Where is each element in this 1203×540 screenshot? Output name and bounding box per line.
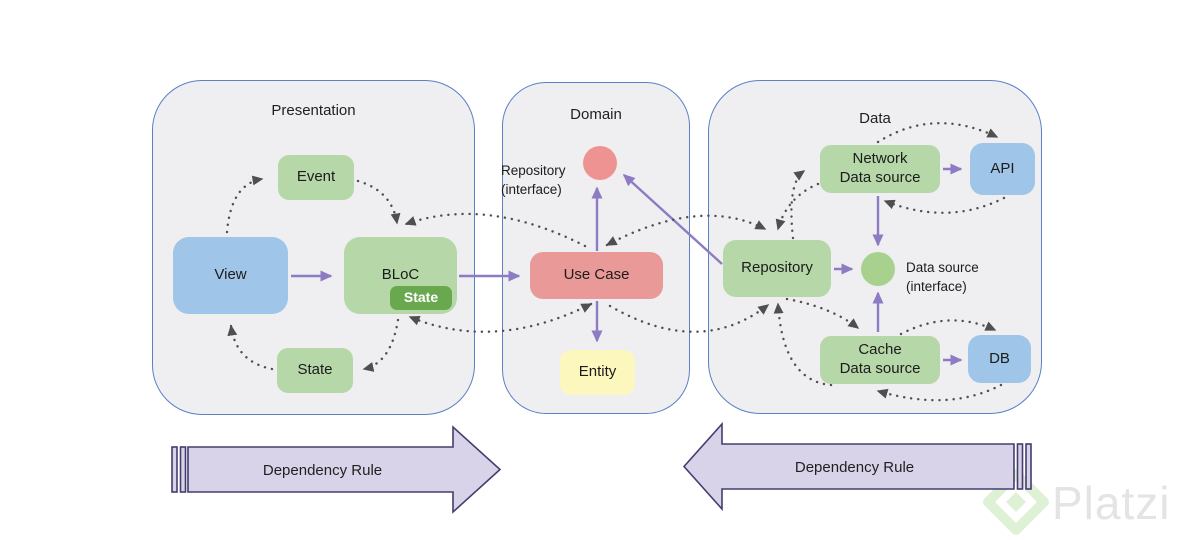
- entity-node: Entity: [560, 350, 635, 395]
- platzi-logo-outer-diamond: [983, 469, 1049, 535]
- api-node: API: [970, 143, 1035, 195]
- dotted-flow-arrows: [225, 122, 1006, 402]
- dependency-arrow-right-tail-bar-1: [1016, 443, 1024, 490]
- flow-db-to-cache-loop: [876, 383, 1003, 402]
- presentation-layer-title: Presentation: [271, 102, 356, 119]
- state-node: State: [277, 348, 353, 393]
- api-label: API: [990, 159, 1015, 177]
- flow-event-to-bloc: [356, 179, 401, 225]
- dependency-rule-label-right: Dependency Rule: [794, 459, 915, 476]
- dependency-arrow-right-tail-bar-2: [1025, 443, 1032, 490]
- bloc-node: BLoC State: [344, 237, 457, 314]
- flow-usecase-to-repository-bottom: [608, 303, 770, 333]
- flow-bloc-to-state: [362, 318, 400, 372]
- cache-data-source-node: Cache Data source: [820, 336, 940, 384]
- flow-network-to-repository: [775, 182, 820, 231]
- network-data-source-line2: Data source: [839, 169, 921, 186]
- dependency-arrow-left-tail-bar-1: [171, 446, 178, 493]
- domain-layer-title: Domain: [570, 106, 622, 123]
- dependency-rule-arrows: [171, 421, 1032, 514]
- state-label: State: [297, 361, 333, 379]
- use-case-label: Use Case: [563, 266, 630, 284]
- repository-interface-label: Repository (interface): [501, 162, 566, 199]
- event-label: Event: [296, 168, 336, 186]
- repository-node: Repository: [723, 240, 831, 297]
- flow-usecase-to-bloc-top: [404, 212, 587, 248]
- flow-state-to-view: [227, 324, 274, 371]
- dependency-arrow-left-tail-bar-2: [179, 446, 187, 493]
- platzi-logo-inner-diamond: [1006, 492, 1026, 512]
- flow-cache-to-db-loop: [899, 319, 997, 336]
- data-source-interface-label-line1: Data source: [906, 260, 979, 275]
- data-source-interface-circle: [861, 252, 895, 286]
- view-node: View: [173, 237, 288, 314]
- bloc-label: BLoC: [381, 266, 420, 284]
- cache-data-source-label: Cache Data source: [840, 341, 921, 379]
- view-label: View: [214, 266, 247, 284]
- use-case-node: Use Case: [530, 252, 663, 299]
- cache-data-source-line2: Data source: [839, 360, 921, 377]
- data-layer-title: Data: [859, 110, 891, 127]
- data-source-interface-label-line2: (interface): [906, 278, 967, 294]
- flow-view-to-event: [225, 175, 264, 234]
- data-source-interface-label: Data source (interface): [906, 259, 979, 296]
- platzi-watermark-text: Platzi: [1052, 477, 1171, 529]
- entity-label: Entity: [578, 363, 617, 381]
- flow-repository-to-network: [790, 169, 806, 240]
- dependency-arrow-right-shape: [187, 425, 502, 514]
- event-node: Event: [278, 155, 354, 200]
- dependency-arrow-left-shape: [682, 421, 1015, 512]
- network-data-source-line1: Network: [852, 150, 908, 168]
- flow-repository-usecase-top: [605, 214, 767, 247]
- db-node: DB: [968, 335, 1031, 383]
- repository-interface-circle: [583, 146, 617, 180]
- bloc-state-badge: State: [390, 286, 452, 310]
- flow-api-to-network-loop: [883, 196, 1006, 214]
- network-data-source-node: Network Data source: [820, 145, 940, 193]
- repository-interface-label-line1: Repository: [501, 163, 566, 178]
- cache-data-source-line1: Cache: [858, 341, 902, 359]
- flow-repository-to-cache: [785, 297, 860, 330]
- dependency-rule-label-left: Dependency Rule: [262, 462, 383, 479]
- db-label: DB: [989, 349, 1010, 367]
- network-data-source-label: Network Data source: [840, 150, 921, 188]
- flow-network-to-api-loop: [876, 122, 999, 144]
- repository-label: Repository: [741, 259, 813, 277]
- repository-interface-label-line2: (interface): [501, 181, 562, 197]
